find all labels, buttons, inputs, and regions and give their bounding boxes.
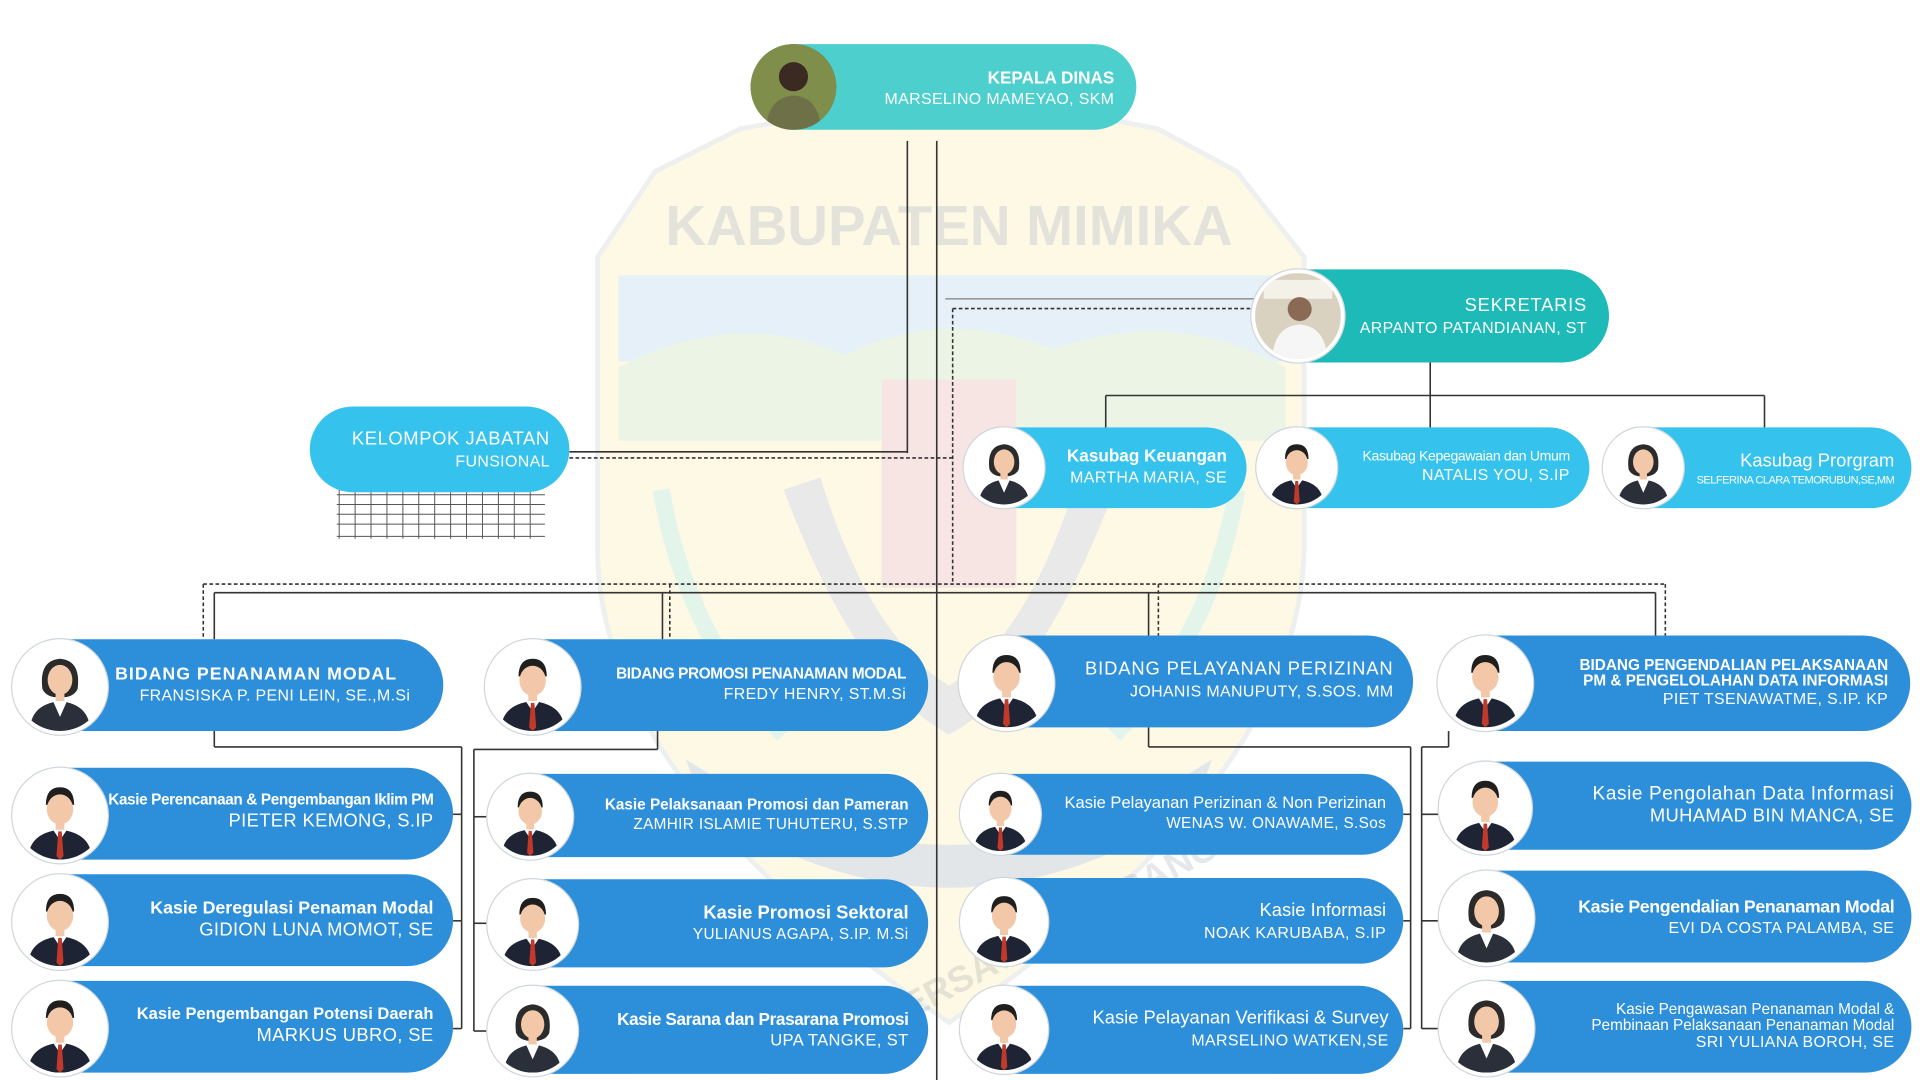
female-avatar-icon [1438, 980, 1535, 1077]
bidang-promosi-penanaman-modal-card[interactable]: BIDANG PROMOSI PENANAMAN MODAL FREDY HEN… [484, 639, 929, 735]
kasie-pelaksanaan-promosi-name: ZAMHIR ISLAMIE TUHUTERU, S.STP [633, 815, 909, 833]
bidang-pengendalian-pelaksanaan-card[interactable]: BIDANG PENGENDALIAN PELAKSANAAN PM & PEN… [1437, 635, 1911, 732]
kasie-pengawasan-name: SRI YULIANA BOROH, SE [1695, 1032, 1895, 1051]
kasie-pelayanan-perizinan-card[interactable]: Kasie Pelayanan Perizinan & Non Perizina… [960, 773, 1404, 855]
kasie-pengembangan-title: Kasie Pengembangan Potensi Daerah [136, 1004, 434, 1023]
kasie-pengolahan-name: MUHAMAD BIN MANCA, SE [1649, 806, 1895, 827]
kepala-dinas-name: MARSELINO MAMEYAO, SKM [884, 88, 1115, 108]
kasie-pengolahan-data-card[interactable]: Kasie Pengolahan Data Informasi MUHAMAD … [1438, 761, 1912, 855]
bidang-penanaman-modal-name: FRANSISKA P. PENI LEIN, SE.,M.Si [139, 685, 411, 705]
bidang-promosi-name: FREDY HENRY, ST.M.Si [723, 684, 907, 703]
kasie-pengembangan-name: MARKUS UBRO, SE [256, 1024, 434, 1046]
bidang-pelayanan-title: BIDANG PELAYANAN PERIZINAN [1085, 658, 1394, 680]
kasie-informasi-name: NOAK KARUBABA, S.IP [1203, 922, 1387, 942]
kasie-pengawasan-title-line2: Pembinaan Pelaksanaan Penanaman Modal [1591, 1016, 1895, 1034]
male-avatar-icon [1438, 761, 1532, 855]
kasie-informasi-title: Kasie Informasi [1259, 900, 1387, 921]
kasie-pengolahan-title: Kasie Pengolahan Data Informasi [1592, 783, 1895, 805]
sekretaris-name: ARPANTO PATANDIANAN, ST [1359, 318, 1587, 337]
kasie-sarana-prasarana-card[interactable]: Kasie Sarana dan Prasarana Promosi UPA T… [487, 985, 929, 1077]
kasubag-kepegawaian-name: NATALIS YOU, S.IP [1422, 465, 1570, 485]
kasie-deregulasi-name: GIDION LUNA MOMOT, SE [199, 919, 434, 941]
male-avatar-icon [960, 985, 1049, 1074]
male-avatar-icon [960, 877, 1049, 967]
bidang-penanaman-modal-card[interactable]: BIDANG PENANAMAN MODAL FRANSISKA P. PENI… [12, 639, 444, 735]
kasie-pengendalian-penanaman-card[interactable]: Kasie Pengendalian Penanaman Modal EVI D… [1438, 870, 1912, 967]
bidang-pengendalian-title-line2: PM & PENGELOLAHAN DATA INFORMASI [1583, 672, 1889, 690]
bidang-promosi-title: BIDANG PROMOSI PENANAMAN MODAL [616, 664, 907, 683]
sekretaris-photo [1251, 269, 1345, 363]
male-avatar-icon [958, 635, 1055, 732]
kasie-promosi-sektoral-title: Kasie Promosi Sektoral [703, 902, 909, 924]
kasie-pengendalian-name: EVI DA COSTA PALAMBA, SE [1668, 918, 1895, 937]
kasie-promosi-sektoral-card[interactable]: Kasie Promosi Sektoral YULIANUS AGAPA, S… [487, 879, 929, 970]
kasie-verifikasi-name: MARSELINO WATKEN,SE [1191, 1030, 1389, 1050]
kasie-pengawasan-title-line1: Kasie Pengawasan Penanaman Modal & [1616, 1000, 1895, 1018]
bidang-pengendalian-name: PIET TSENAWATME, S.IP. KP [1662, 689, 1889, 709]
male-avatar-icon [12, 767, 108, 864]
kepala-dinas-photo [750, 44, 837, 130]
kasie-pengendalian-title: Kasie Pengendalian Penanaman Modal [1578, 897, 1895, 918]
bidang-pelayanan-perizinan-card[interactable]: BIDANG PELAYANAN PERIZINAN JOHANIS MANUP… [958, 635, 1414, 732]
kelompok-jabatan-fungsional-card[interactable]: KELOMPOK JABATAN FUNSIONAL [309, 406, 570, 493]
kasie-pengembangan-potensi-card[interactable]: Kasie Pengembangan Potensi Daerah MARKUS… [12, 980, 454, 1077]
kasie-pelaksanaan-promosi-card[interactable]: Kasie Pelaksanaan Promosi dan Pameran ZA… [487, 773, 929, 860]
kasubag-kepegawaian-title: Kasubag Kepegawaian dan Umum [1362, 449, 1570, 465]
kasie-perencanaan-card[interactable]: Kasie Perencanaan & Pengembangan Iklim P… [12, 767, 454, 864]
sekretaris-card[interactable]: SEKRETARIS ARPANTO PATANDIANAN, ST [1251, 269, 1609, 363]
kasubag-program-title: Kasubag Prorgram [1740, 450, 1895, 472]
male-avatar-icon [487, 773, 574, 860]
female-avatar-icon [487, 985, 578, 1077]
fungsional-grid-decoration [336, 489, 545, 539]
kasubag-program-name: SELFERINA CLARA TEMORUBUN,SE,MM [1696, 473, 1895, 486]
kasie-pelayanan-perizinan-name: WENAS W. ONAWAME, S.Sos [1166, 814, 1387, 832]
male-avatar-icon [12, 980, 108, 1077]
kasie-pelayanan-perizinan-title: Kasie Pelayanan Perizinan & Non Perizina… [1064, 793, 1387, 812]
female-avatar-icon [1438, 870, 1535, 967]
kasubag-keuangan-name: MARTHA MARIA, SE [1070, 467, 1227, 486]
sekretaris-title: SEKRETARIS [1464, 295, 1587, 316]
bidang-pengendalian-title-line1: BIDANG PENGENDALIAN PELAKSANAAN [1579, 656, 1889, 674]
kasie-sarana-name: UPA TANGKE, ST [770, 1030, 909, 1049]
kasie-pelayanan-verifikasi-card[interactable]: Kasie Pelayanan Verifikasi & Survey MARS… [960, 985, 1404, 1074]
kasie-informasi-card[interactable]: Kasie Informasi NOAK KARUBABA, S.IP [960, 877, 1404, 967]
bidang-penanaman-modal-title: BIDANG PENANAMAN MODAL [115, 664, 398, 685]
kepala-dinas-card[interactable]: KEPALA DINAS MARSELINO MAMEYAO, SKM [750, 44, 1137, 130]
kepala-dinas-title: KEPALA DINAS [987, 67, 1115, 87]
male-avatar-icon [484, 639, 581, 735]
fungsional-subtitle: FUNSIONAL [455, 451, 550, 470]
male-avatar-icon [1437, 635, 1534, 732]
watermark-title: KABUPATEN MIMIKA [665, 194, 1232, 257]
male-avatar-icon [487, 879, 578, 970]
kasie-pengawasan-card[interactable]: Kasie Pengawasan Penanaman Modal & Pembi… [1438, 980, 1912, 1077]
kasie-promosi-sektoral-name: YULIANUS AGAPA, S.IP. M.Si [692, 925, 909, 943]
bidang-pelayanan-name: JOHANIS MANUPUTY, S.SOS. MM [1130, 681, 1394, 701]
kasubag-kepegawaian-umum-card[interactable]: Kasubag Kepegawaian dan Umum NATALIS YOU… [1256, 427, 1590, 509]
kasie-verifikasi-title: Kasie Pelayanan Verifikasi & Survey [1092, 1007, 1389, 1029]
female-avatar-icon [12, 639, 108, 735]
kasie-perencanaan-name: PIETER KEMONG, S.IP [228, 810, 434, 831]
kasubag-keuangan-title: Kasubag Keuangan [1066, 445, 1227, 466]
kasie-pelaksanaan-promosi-title: Kasie Pelaksanaan Promosi dan Pameran [604, 795, 909, 814]
fungsional-title: KELOMPOK JABATAN [351, 428, 550, 450]
male-avatar-icon [12, 874, 108, 970]
kasubag-keuangan-card[interactable]: Kasubag Keuangan MARTHA MARIA, SE [963, 427, 1247, 509]
male-avatar-icon [1256, 427, 1338, 509]
kasie-sarana-title: Kasie Sarana dan Prasarana Promosi [617, 1008, 909, 1029]
kasie-deregulasi-card[interactable]: Kasie Deregulasi Penaman Modal GIDION LU… [12, 874, 454, 970]
kasie-perencanaan-title: Kasie Perencanaan & Pengembangan Iklim P… [108, 791, 434, 809]
kasubag-program-card[interactable]: Kasubag Prorgram SELFERINA CLARA TEMORUB… [1602, 427, 1912, 509]
female-avatar-icon [963, 427, 1045, 509]
female-avatar-icon [1602, 427, 1684, 509]
kasie-deregulasi-title: Kasie Deregulasi Penaman Modal [150, 898, 434, 919]
male-avatar-icon [960, 773, 1041, 855]
